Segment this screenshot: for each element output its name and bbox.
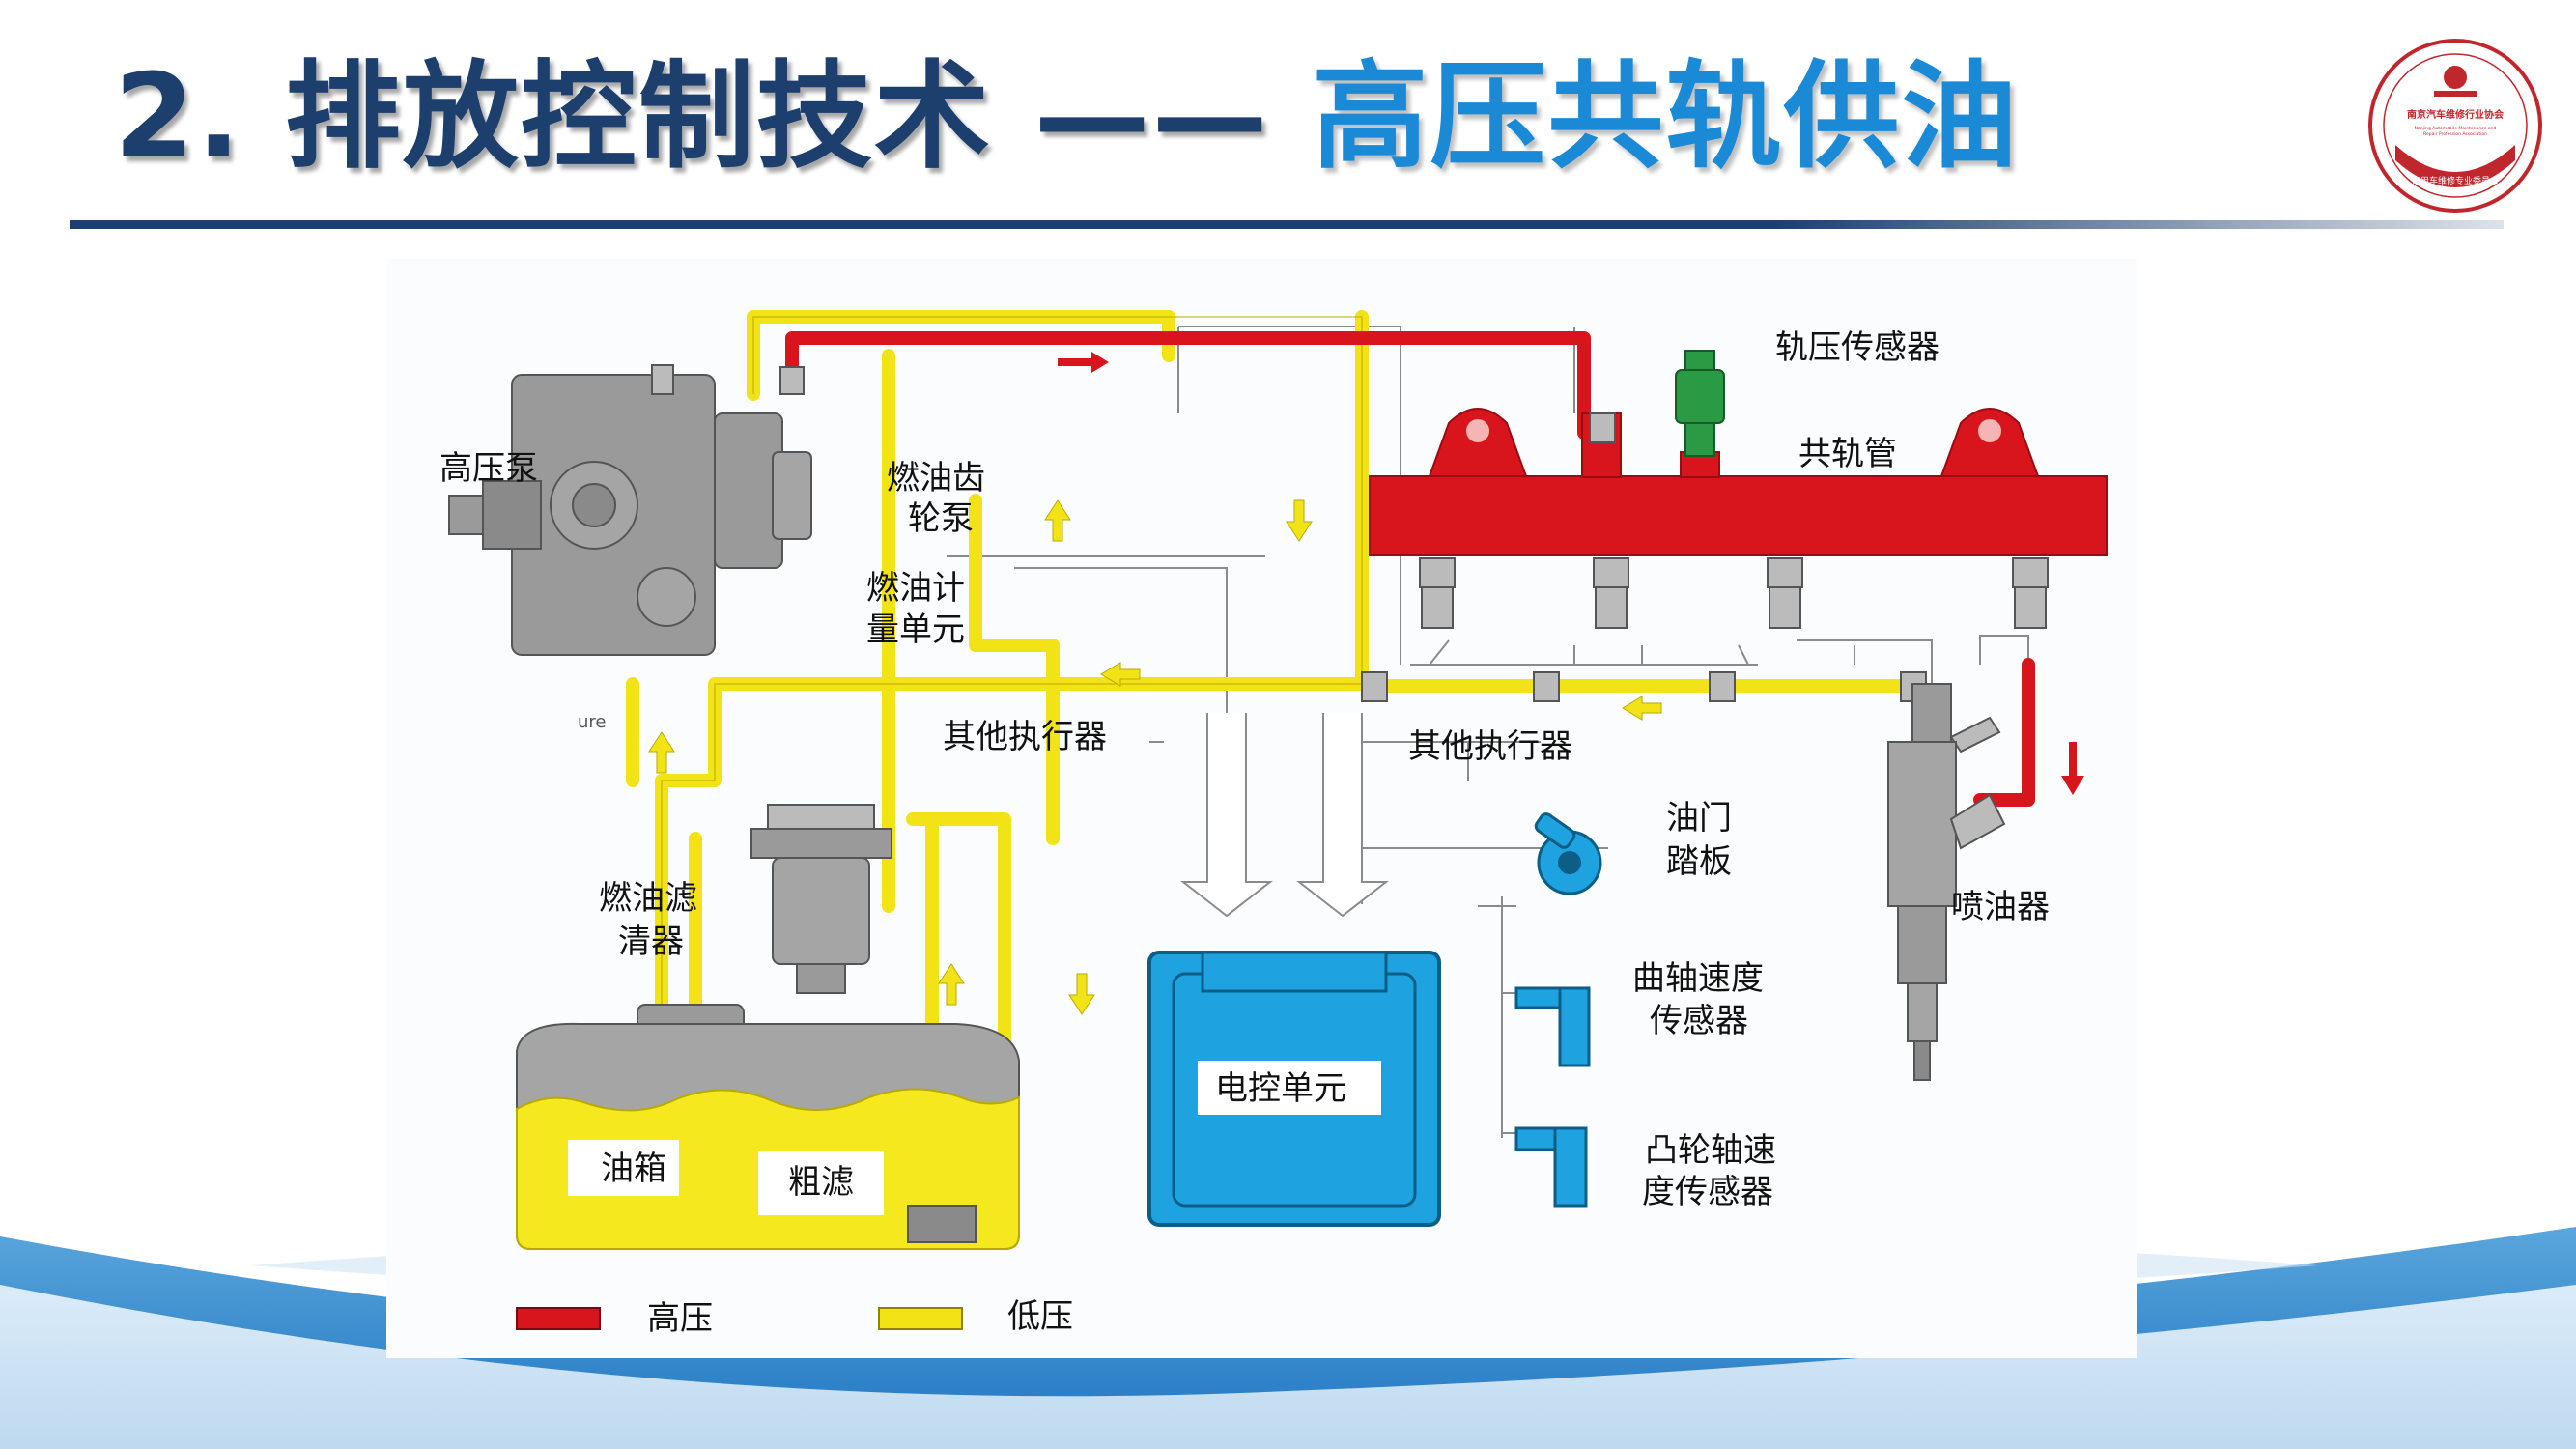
label-crank-1: 曲轴速度 [1632, 959, 1764, 998]
rail-outlets [1419, 557, 2049, 629]
flow-arrows [648, 352, 2084, 1015]
label-cam-2: 度传感器 [1642, 1173, 1773, 1211]
cam-sensor [1514, 1126, 1588, 1208]
label-throttle-1: 油门 [1666, 799, 1732, 838]
association-logo: 南京汽车维修行业协会 Nanjing Automobile Maintenanc… [2368, 39, 2542, 213]
throttle-pedal [1534, 812, 1602, 895]
high-pressure-lines [785, 331, 2035, 807]
label-throttle-2: 踏板 [1666, 842, 1732, 881]
label-ecu: 电控单元 [1215, 1069, 1346, 1108]
label-other-actuator-right: 其他执行器 [1408, 727, 1572, 766]
logo-text-cn: 南京汽车维修行业协会 [2407, 108, 2504, 121]
label-metering-1: 燃油计 [866, 569, 965, 608]
return-connectors [1361, 671, 1927, 702]
label-fuel-tank: 油箱 [601, 1150, 666, 1188]
svg-text:Nanjing Automobile Maintenance: Nanjing Automobile Maintenance and [2415, 126, 2497, 131]
label-partial-text: ure [578, 712, 607, 732]
signal-arrows [1180, 713, 1389, 918]
rail-pressure-sensor [1675, 350, 1725, 457]
logo-text-bottom: 商用车维修专业委员会 [2412, 175, 2499, 186]
label-other-actuator-left: 其他执行器 [943, 718, 1107, 756]
label-injector: 喷油器 [1951, 888, 2050, 926]
label-rail-pressure-sensor: 轨压传感器 [1775, 328, 1939, 367]
title-underline [70, 220, 2504, 229]
label-fuel-filter-2: 清器 [618, 923, 684, 961]
label-high-pressure-pump: 高压泵 [439, 449, 538, 488]
label-cam-1: 凸轮轴速 [1645, 1131, 1776, 1170]
fuel-filter [750, 804, 892, 994]
legend [516, 1307, 963, 1330]
ecu-box [1147, 951, 1441, 1227]
common-rail [1369, 408, 2108, 556]
high-pressure-pump [448, 364, 812, 656]
label-common-rail: 共轨管 [1798, 435, 1897, 473]
label-fuel-filter-1: 燃油滤 [599, 879, 697, 918]
label-gear-pump-1: 燃油齿 [887, 459, 985, 497]
legend-high-pressure-label: 高压 [647, 1299, 713, 1338]
svg-text:Repair Profession Association: Repair Profession Association [2423, 131, 2487, 137]
common-rail-diagram: 高压泵 燃油齿 轮泵 燃油计 量单元 其他执行器 其他执行器 轨压传感器 共轨管… [386, 259, 2137, 1358]
label-metering-2: 量单元 [866, 611, 965, 649]
label-crank-2: 传感器 [1650, 1002, 1748, 1040]
crank-sensor [1514, 986, 1591, 1067]
legend-low-pressure-label: 低压 [1007, 1297, 1073, 1336]
fuel-tank [516, 1004, 1020, 1250]
label-gear-pump-2: 轮泵 [908, 499, 974, 538]
page-title: 2. 排放控制技术 —— 高压共轨供油 [114, 60, 2019, 176]
title-main: 2. 排放控制技术 —— [114, 50, 1270, 185]
injector [1887, 683, 2006, 1081]
title-accent: 高压共轨供油 [1312, 50, 2020, 185]
label-coarse-filter: 粗滤 [788, 1163, 854, 1202]
